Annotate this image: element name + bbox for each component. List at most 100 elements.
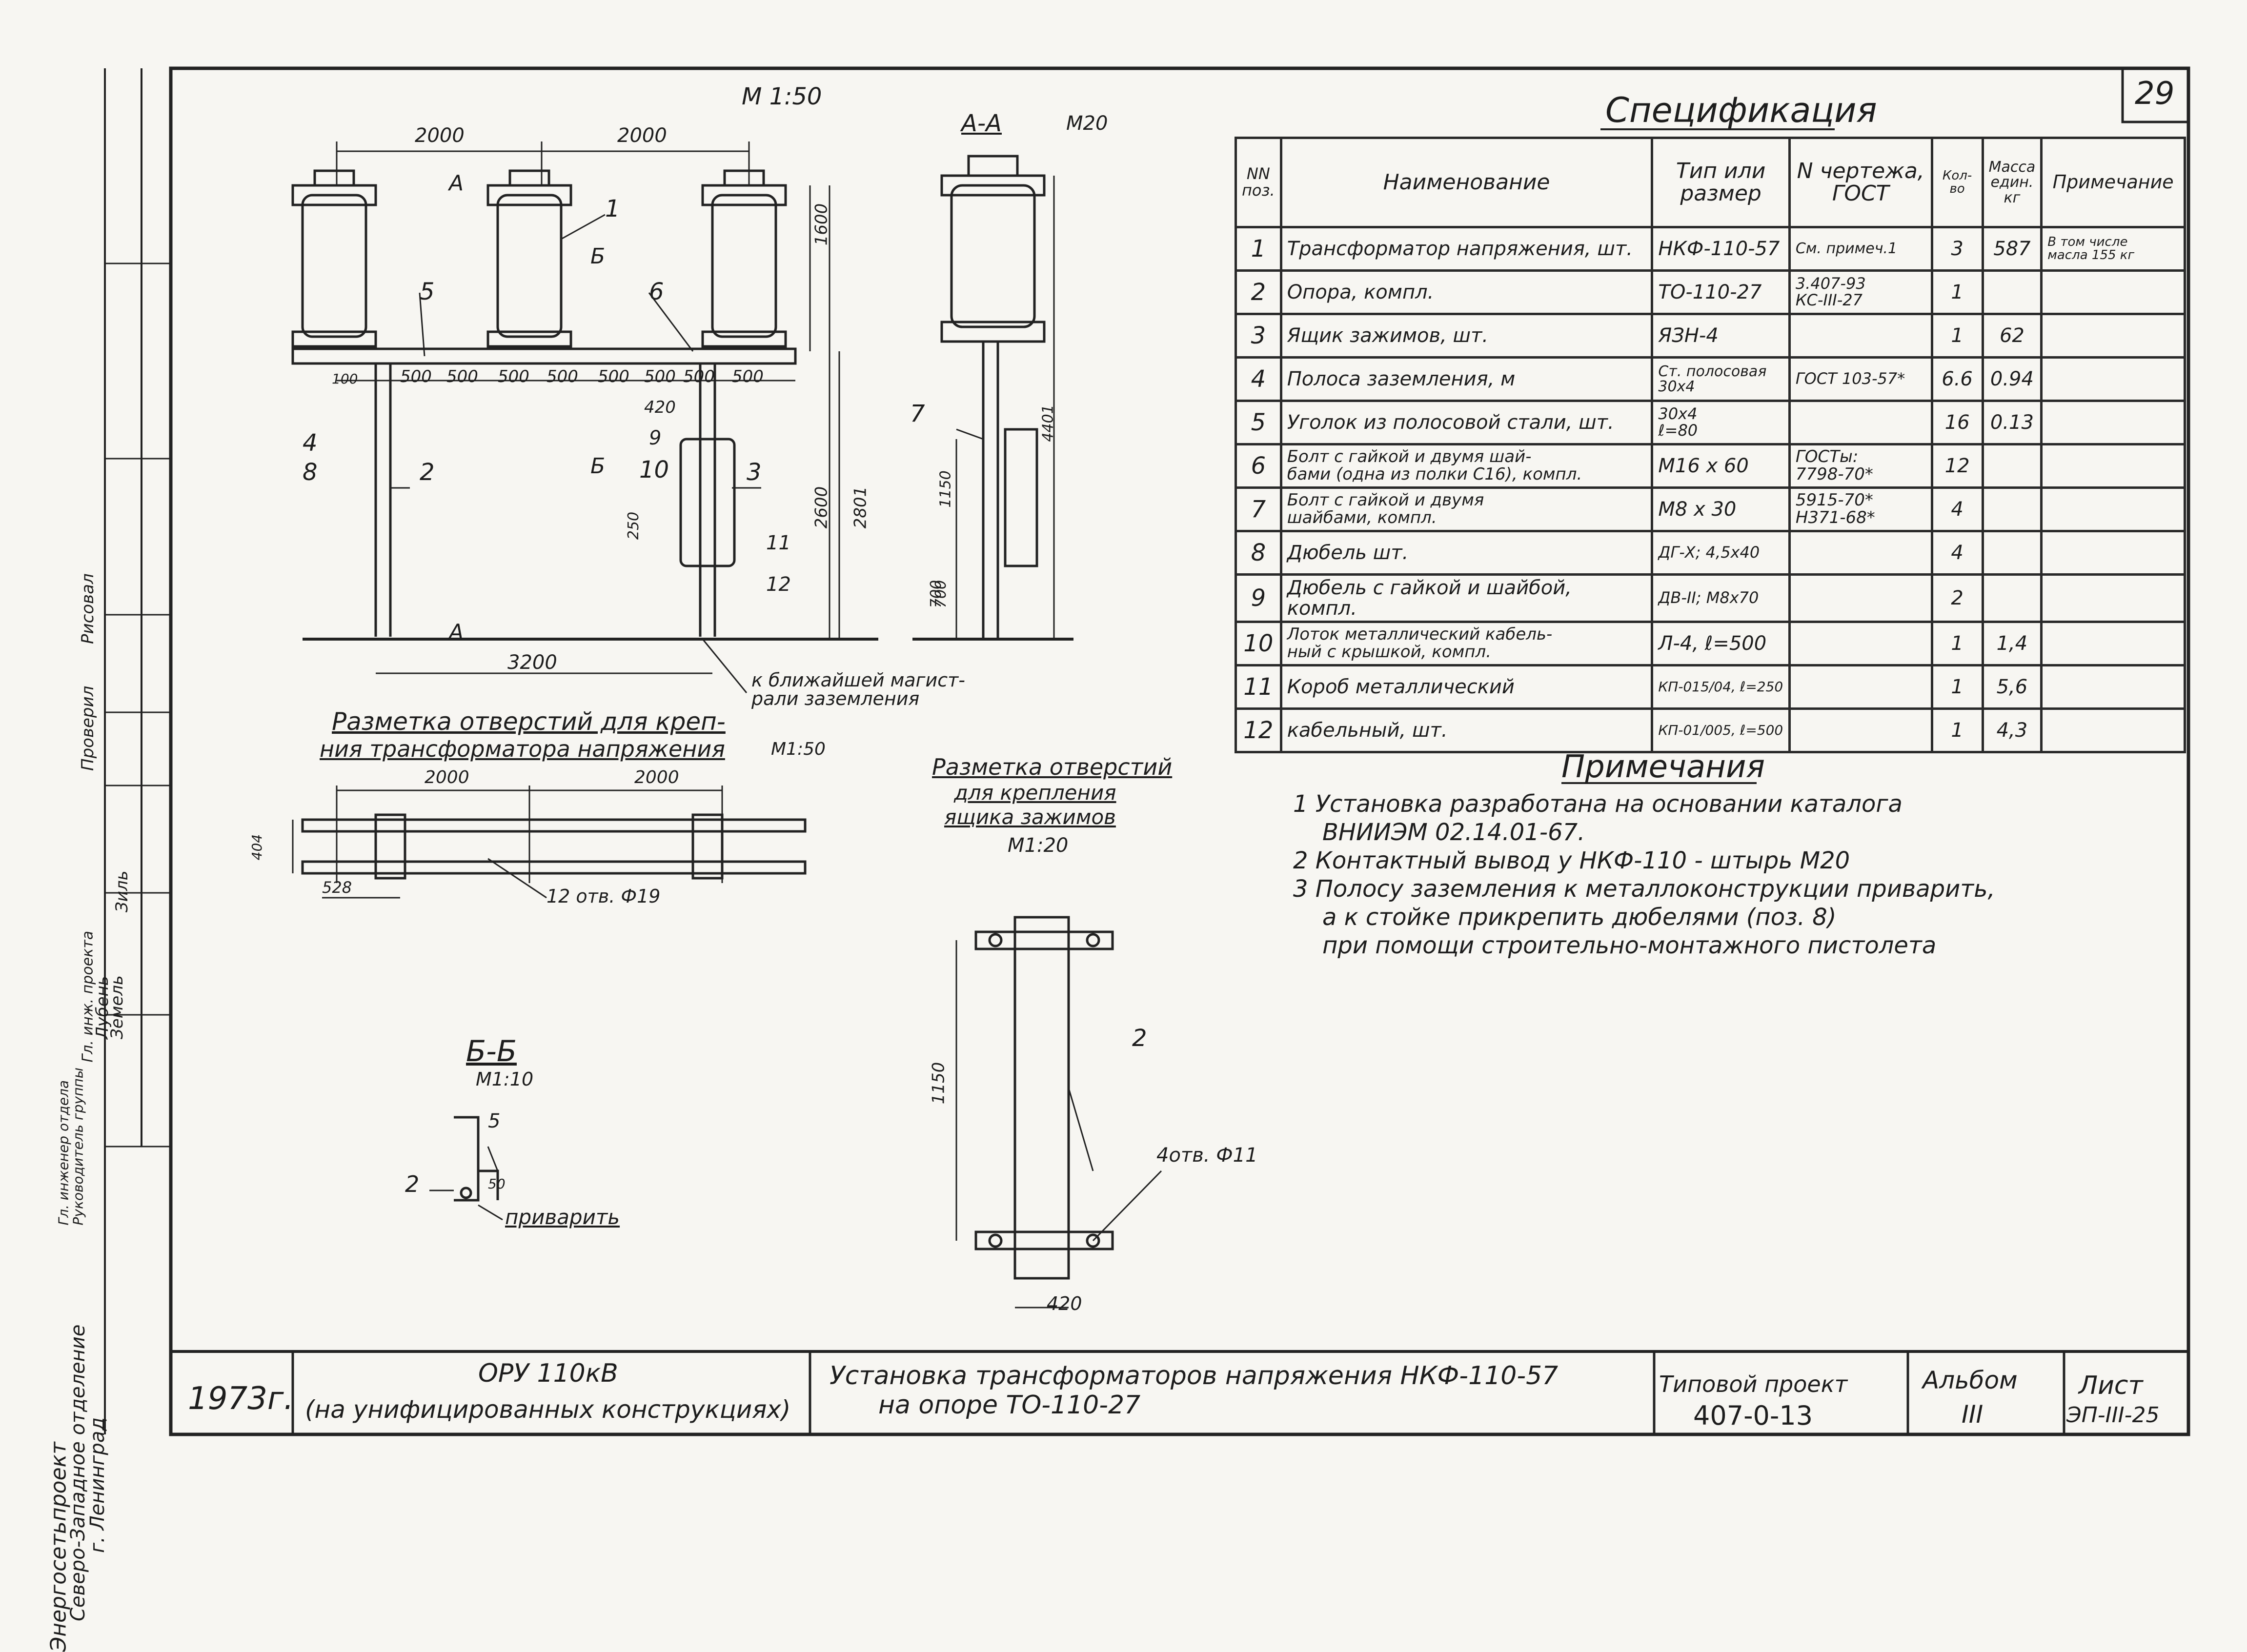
spec-cell: М16 х 60	[1651, 443, 1791, 489]
title-block-object-1: ОРУ 110кВ	[478, 1359, 618, 1388]
holes-box-scale: М1:20	[1008, 834, 1069, 857]
spec-header: Тип или размер	[1651, 137, 1791, 228]
spec-cell: 1,4	[1981, 621, 2043, 666]
dim: 700	[932, 580, 950, 608]
section-bb-title: Б-Б	[466, 1034, 517, 1068]
spec-cell: М8 х 30	[1651, 486, 1791, 532]
spec-cell	[2040, 573, 2186, 623]
spec-cell: Ящик зажимов, шт.	[1279, 313, 1654, 359]
spec-cell	[2040, 530, 2186, 576]
drawing-sheet: 29 М 1:50 2000 2000 А Б Б А 1 2 3 4 5 6 …	[46, 66, 2190, 1652]
title-block-object-2: (на унифицированных конструкциях)	[305, 1395, 791, 1424]
spec-cell: 4	[1930, 486, 1984, 532]
section-bb-callout: 2	[405, 1171, 420, 1197]
spec-cell: НКФ-110-57	[1651, 226, 1791, 272]
spec-cell: Опора, компл.	[1279, 269, 1654, 315]
spec-header: Масса един. кг	[1981, 137, 2043, 228]
spec-cell: 587	[1981, 226, 2043, 272]
note-line: 3 Полосу заземления к металлоконструкции…	[1293, 875, 1995, 903]
side-stamp-name: Лубень	[93, 976, 112, 1039]
ground-note: к ближайшей магист- рали заземления	[751, 669, 965, 709]
spec-cell: ГОСТы: 7798-70*	[1788, 443, 1933, 489]
section-mark: А	[449, 171, 464, 196]
spec-cell: кабельный, шт.	[1279, 707, 1654, 753]
callout: 9	[649, 427, 662, 449]
callout: 5	[420, 278, 435, 305]
spec-header: Наименование	[1279, 137, 1654, 228]
section-aa-drawing	[912, 155, 1073, 641]
dim: 2000	[634, 767, 679, 787]
spec-cell: ТО-110-27	[1651, 269, 1791, 315]
spec-cell	[1788, 400, 1933, 445]
title-block-sheet-label: Лист	[2079, 1371, 2143, 1400]
spec-cell: ДГ-Х; 4,5х40	[1651, 530, 1791, 576]
spec-cell: См. примеч.1	[1788, 226, 1933, 272]
section-mark: Б	[590, 244, 606, 269]
holes-box-drawing	[955, 916, 1162, 1309]
section-mark: А	[449, 620, 464, 645]
callout: 4	[303, 429, 318, 457]
spec-cell: 0.13	[1981, 400, 2043, 445]
dim: 420	[644, 398, 676, 417]
spec-table: NN поз. Наименование Тип или размер N че…	[1235, 137, 2186, 753]
spec-cell: Болт с гайкой и двумя шайбами, компл.	[1279, 486, 1654, 532]
spec-cell	[1788, 621, 1933, 666]
callout: 1	[605, 195, 620, 222]
notes-title: Примечания	[1561, 749, 1765, 785]
spec-header: Примечание	[2040, 137, 2186, 228]
section-bb-drawing	[429, 1116, 503, 1221]
spec-cell: 8	[1235, 530, 1282, 576]
title-block-sheet-code: ЭП-III-25	[2066, 1403, 2160, 1428]
spacing-dim: 500	[446, 367, 478, 386]
spec-cell: 1	[1930, 313, 1984, 359]
spec-cell	[2040, 313, 2186, 359]
holes-box-label: 4отв. Ф11	[1156, 1144, 1258, 1167]
note-line: 1 Установка разработана на основании кат…	[1293, 790, 1903, 818]
spec-cell	[1981, 573, 2043, 623]
callout: 12	[766, 573, 791, 596]
spec-cell: Уголок из полосовой стали, шт.	[1279, 400, 1654, 445]
spec-cell	[2040, 486, 2186, 532]
spec-cell: КП-01/005, ℓ=500	[1651, 707, 1791, 753]
spec-cell: 1	[1930, 621, 1984, 666]
main-scale: М 1:50	[742, 83, 822, 110]
holes-transformer-label: 12 отв. Ф19	[547, 886, 661, 907]
dim: 4401	[1039, 404, 1057, 442]
spec-cell	[2040, 269, 2186, 315]
title-block-drawing-1: Установка трансформаторов напряжения НКФ…	[830, 1361, 1559, 1390]
spec-cell: 3	[1235, 313, 1282, 359]
spec-cell: 1	[1930, 269, 1984, 315]
spec-cell: 6	[1235, 443, 1282, 489]
spec-cell: 11	[1235, 664, 1282, 710]
callout: 6	[649, 278, 664, 305]
spec-cell: Короб металлический	[1279, 664, 1654, 710]
title-block-album-label: Альбом	[1923, 1366, 2018, 1394]
spec-cell	[1788, 707, 1933, 753]
dim: 3200	[507, 651, 557, 674]
spec-cell	[1788, 530, 1933, 576]
callout: 11	[766, 532, 791, 554]
section-mark: Б	[590, 454, 606, 479]
front-view-drawing	[291, 141, 878, 693]
spec-cell: Трансформатор напряжения, шт.	[1279, 226, 1654, 272]
spec-cell: 5	[1235, 400, 1282, 445]
title-block-album-number: III	[1962, 1400, 1984, 1429]
spacing-dim: 500	[732, 367, 764, 386]
drawing-graphics	[104, 66, 2190, 1436]
spec-cell	[1788, 313, 1933, 359]
callout: 10	[639, 456, 669, 484]
spec-cell: КП-015/04, ℓ=250	[1651, 664, 1791, 710]
spec-cell: 4	[1235, 356, 1282, 402]
spacing-dim: 500	[598, 367, 629, 386]
spec-cell	[2040, 356, 2186, 402]
dim: 2600	[811, 486, 831, 529]
spec-cell: 16	[1930, 400, 1984, 445]
dim: 528	[322, 878, 352, 897]
spec-cell	[2040, 400, 2186, 445]
spec-cell: Ст. полосовая 30х4	[1651, 356, 1791, 402]
